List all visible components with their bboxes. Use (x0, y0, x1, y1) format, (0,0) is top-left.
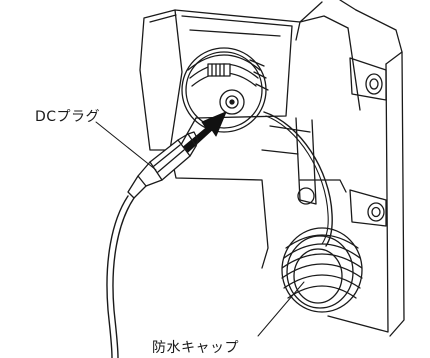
tether-cord (263, 111, 333, 247)
dc-plug-label: DCプラグ (35, 109, 101, 125)
mounting-bracket (261, 57, 387, 227)
dc-plug (127, 131, 199, 199)
dc-plug-leader-line (95, 121, 157, 171)
waterproof-cap (281, 227, 363, 313)
waterproof-cap-leader-line (257, 281, 305, 337)
dc-socket (181, 47, 269, 133)
dc-cable (106, 195, 135, 358)
waterproof-cap-label: 防水キャップ (152, 340, 239, 356)
device-body (139, 0, 405, 337)
